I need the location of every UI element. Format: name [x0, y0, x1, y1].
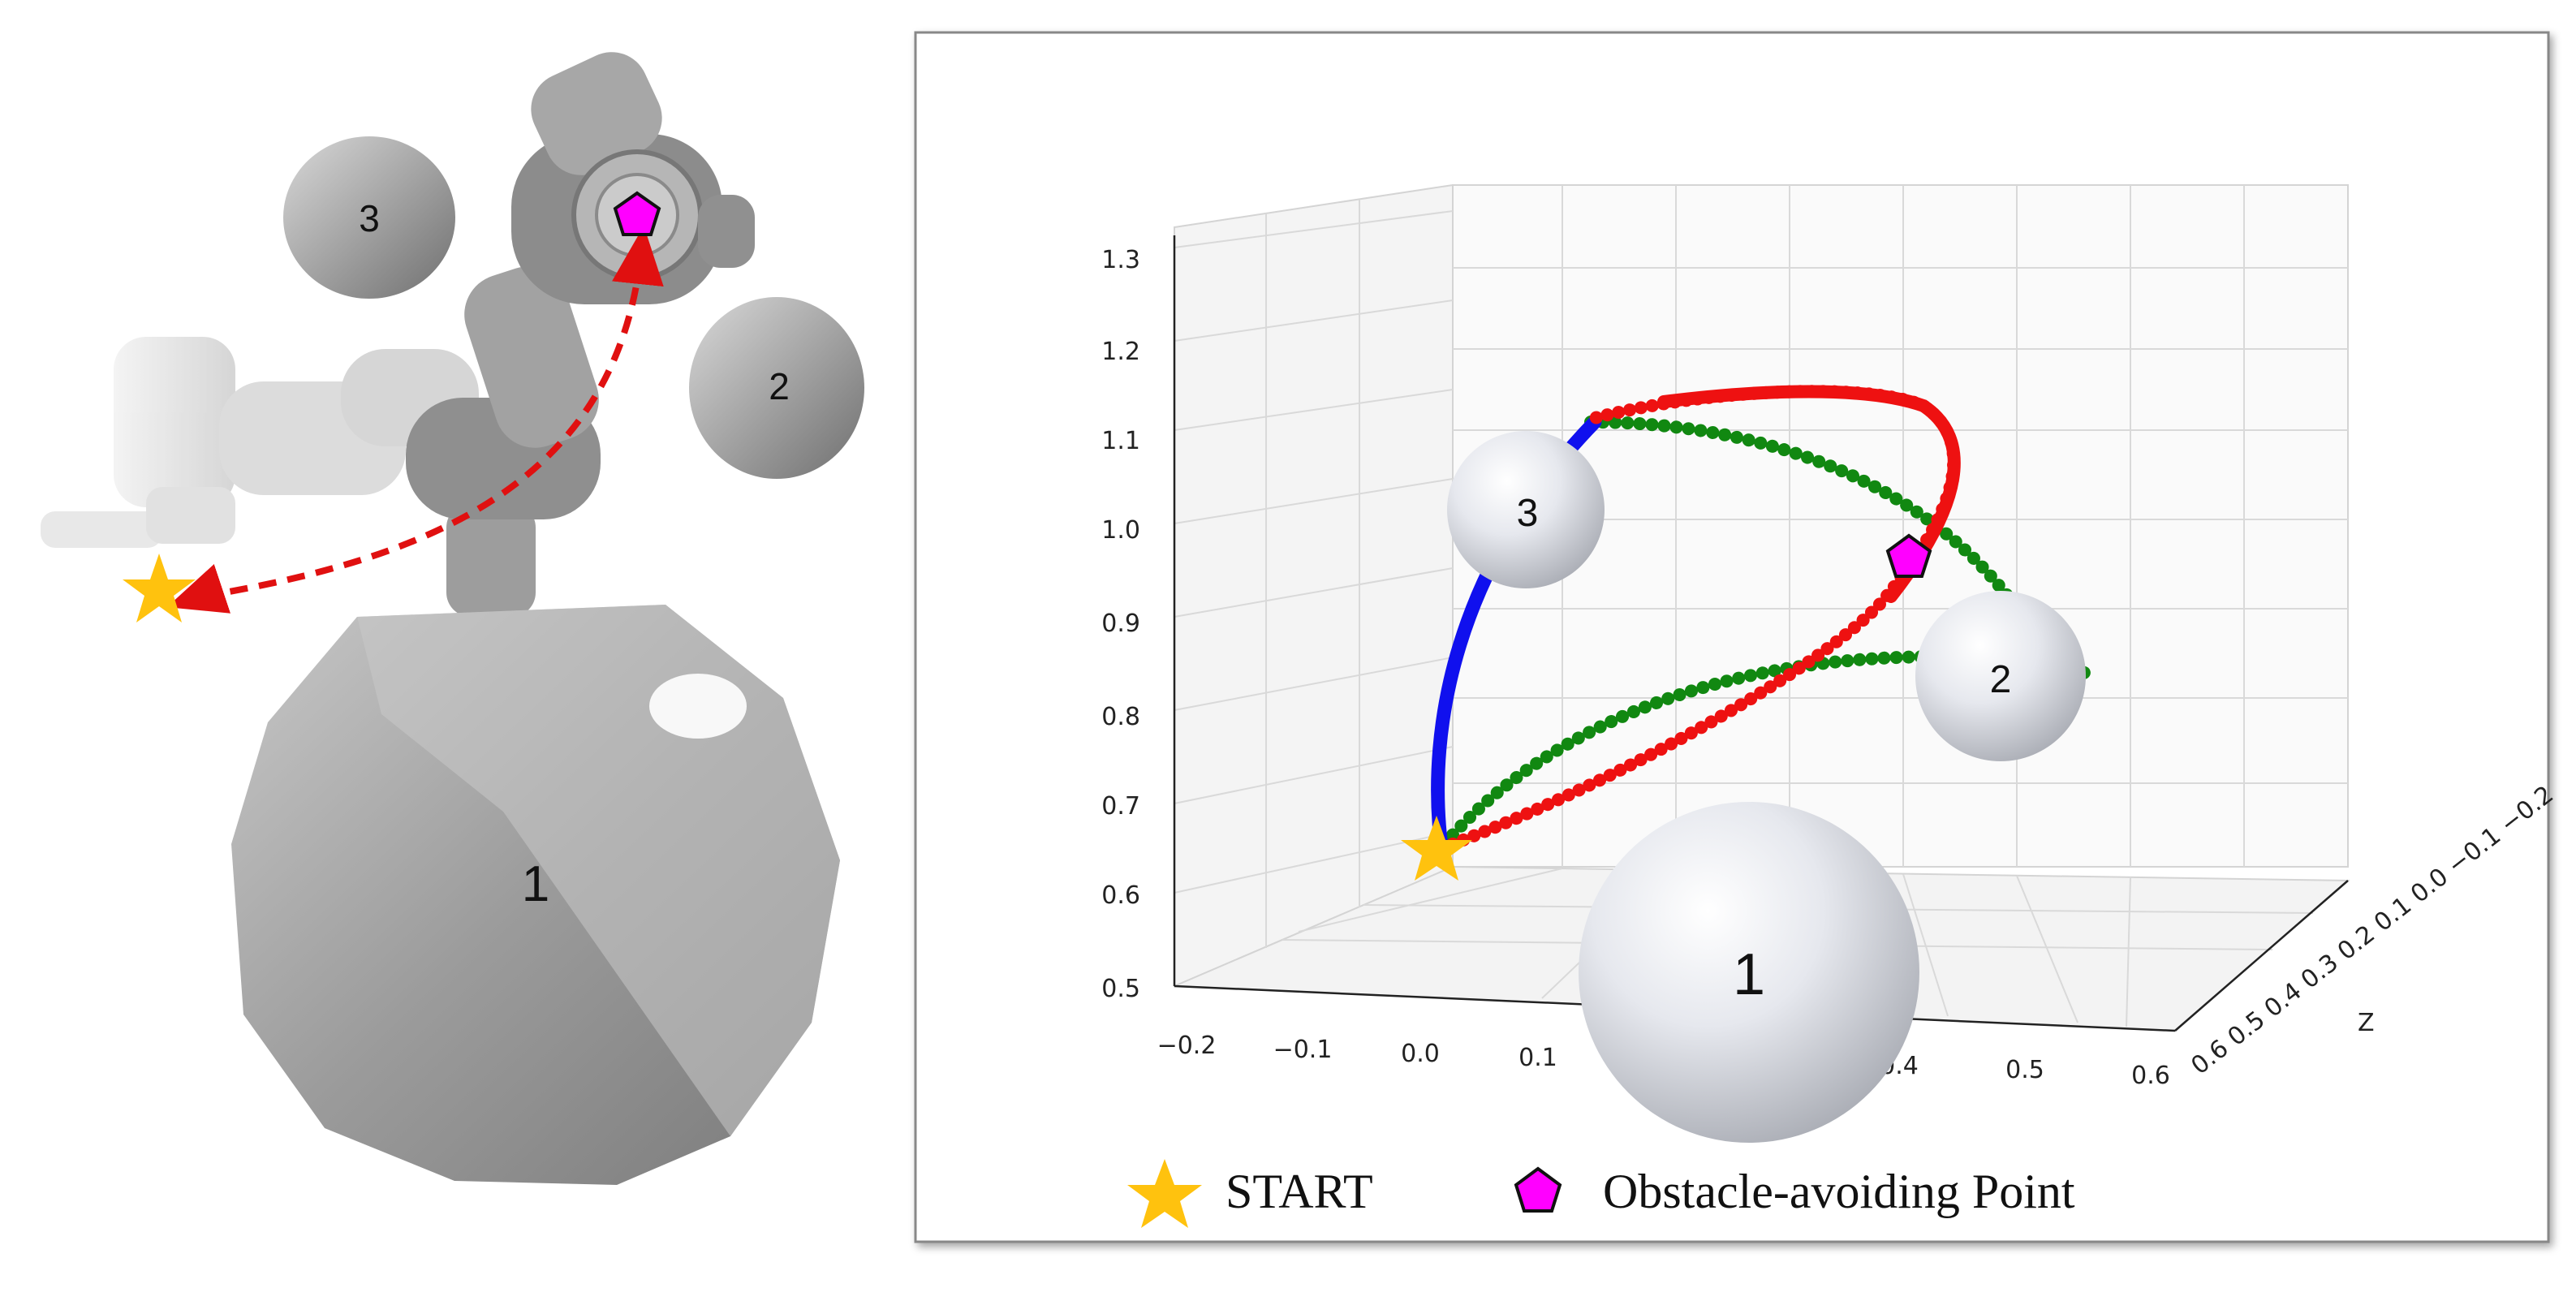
z-axis-ticks: 1.3 1.2 1.1 1.0 0.9 0.8 0.7 0.6 0.5	[1101, 246, 1140, 1003]
z-tick: 0.8	[1101, 703, 1140, 731]
z-tick: 0.9	[1101, 610, 1140, 638]
z-tick: 0.7	[1101, 792, 1140, 821]
z-tick: 0.6	[1101, 881, 1140, 910]
plot-3d-grid	[1174, 183, 2350, 1032]
left-avoid-point-icon	[613, 191, 661, 236]
robot-arm-start-pose	[41, 337, 479, 548]
left-trajectory-arrow-back	[166, 563, 231, 614]
left-obstacle-1-label: 1	[522, 856, 549, 912]
z-tick: 1.0	[1101, 516, 1140, 545]
z-tick: 1.1	[1101, 427, 1140, 455]
x-tick: 0.6	[2131, 1062, 2170, 1090]
right-plot-panel: 1.3 1.2 1.1 1.0 0.9 0.8 0.7 0.6 0.5 −0.2…	[914, 31, 2559, 1243]
plot-obstacle-3: 3	[1447, 431, 1605, 588]
x-tick: 0.1	[1518, 1044, 1557, 1072]
left-obstacle-2-label: 2	[769, 365, 790, 407]
z-tick: 1.3	[1101, 246, 1140, 274]
x-tick: −0.1	[1273, 1036, 1333, 1064]
left-robot-scene: 3 2 1	[41, 52, 864, 1185]
z-tick: 1.2	[1101, 338, 1140, 366]
robot-arm-end-pose	[406, 52, 755, 617]
plot-obstacle-2: 2	[1915, 591, 2086, 761]
left-obstacle-1: 1	[231, 605, 840, 1185]
legend-avoid-point-icon	[1514, 1166, 1562, 1213]
plot-obstacle-3-label: 3	[1517, 492, 1539, 535]
plot-start-star-icon	[1401, 816, 1472, 881]
left-obstacle-3: 3	[283, 136, 455, 299]
x-tick: 0.5	[2005, 1056, 2044, 1084]
plot-obstacle-1-label: 1	[1733, 942, 1765, 1007]
left-start-star-icon	[123, 554, 196, 622]
plot-obstacle-1: 1	[1579, 802, 1919, 1143]
left-trajectory-arrow	[200, 226, 664, 600]
x-tick: −0.2	[1157, 1032, 1217, 1060]
legend-start-label: START	[1226, 1165, 1373, 1218]
depth-axis-label: Z	[2358, 1009, 2375, 1037]
left-obstacle-2: 2	[689, 297, 864, 479]
trajectory-red-solid	[1657, 385, 1961, 603]
legend-avoid-point-label: Obstacle-avoiding Point	[1603, 1165, 2075, 1218]
z-tick: 0.5	[1101, 975, 1140, 1003]
left-obstacle-3-label: 3	[359, 197, 380, 239]
legend-start-star-icon	[1127, 1159, 1202, 1228]
x-tick: 0.0	[1401, 1040, 1440, 1068]
plot-obstacle-2-label: 2	[1990, 658, 2012, 701]
legend: START Obstacle-avoiding Point	[1127, 1159, 2075, 1228]
plot-avoid-point-icon	[1885, 533, 1932, 578]
